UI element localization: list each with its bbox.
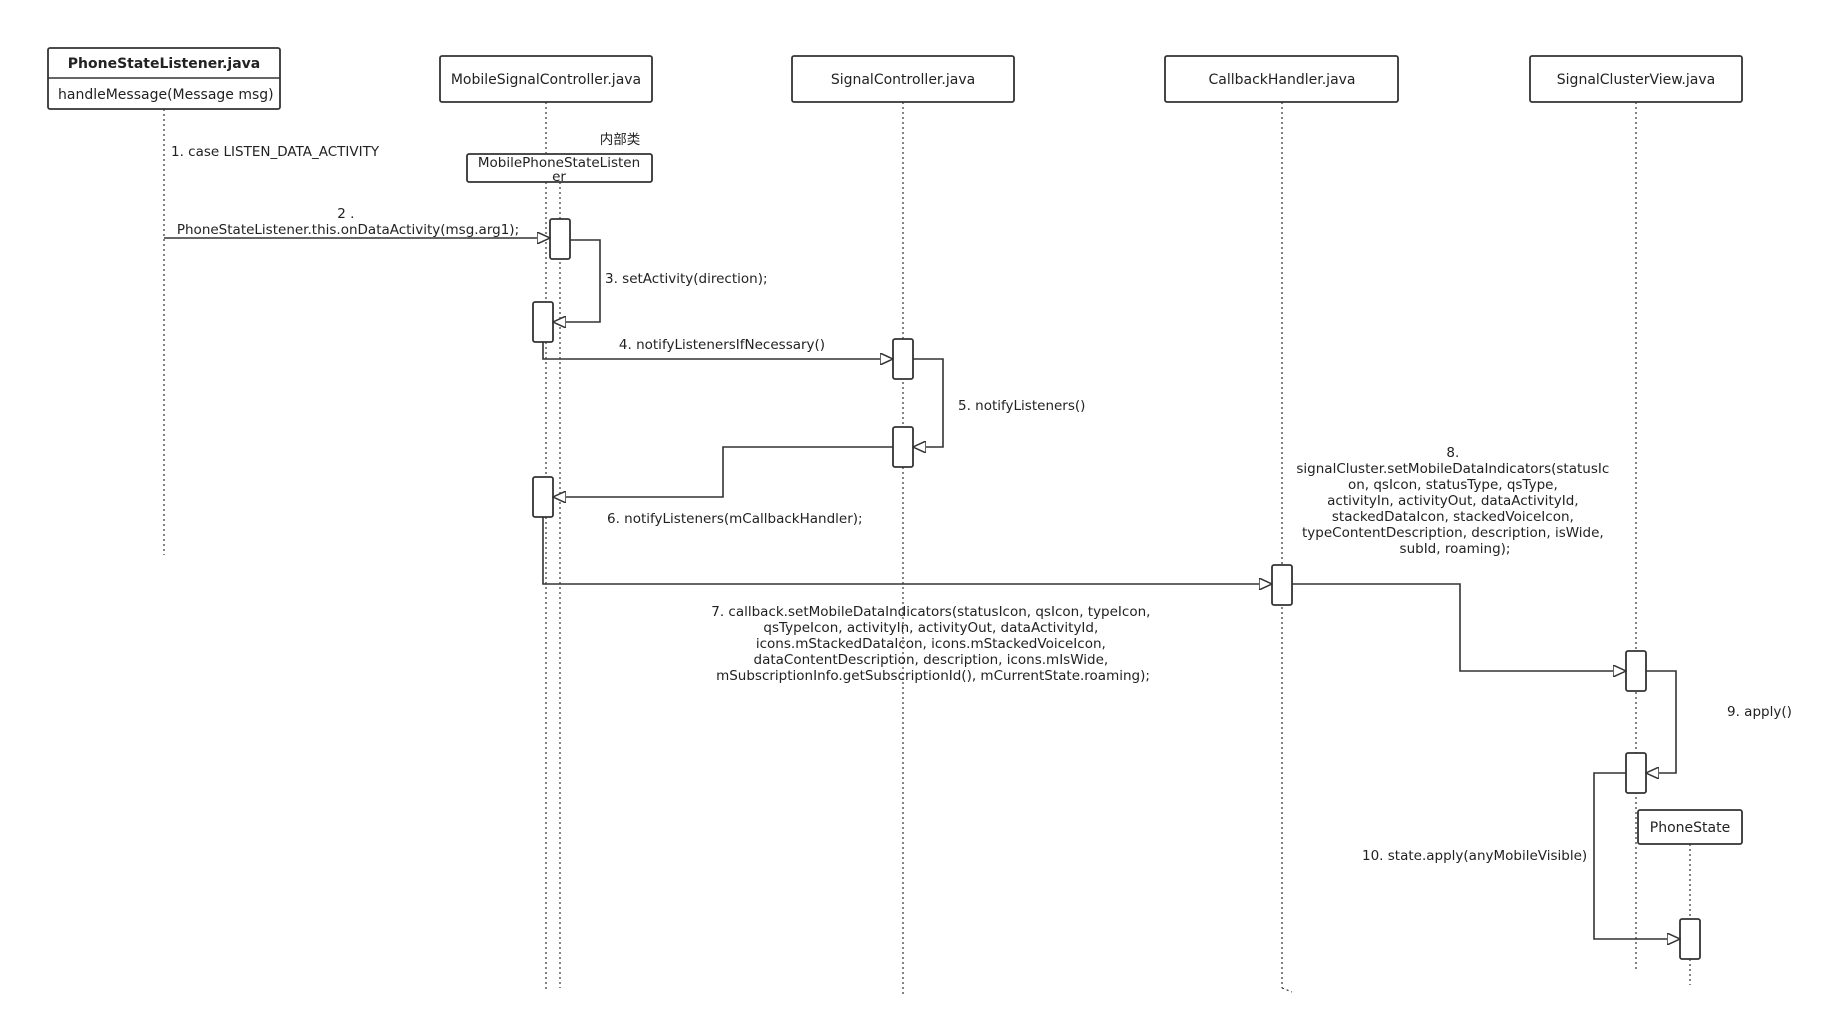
inner-class-line-2: er (552, 169, 566, 185)
activation-bar (1625, 752, 1647, 794)
message-label-6: 6. notifyListeners(mCallbackHandler); (607, 511, 863, 527)
participant-title: MobileSignalController.java (451, 72, 641, 88)
participant-method: handleMessage(Message msg) (58, 87, 274, 103)
participant-title: PhoneStateListener.java (68, 56, 260, 72)
participant-phone-state: PhoneState (1637, 809, 1743, 845)
activation-bar (532, 476, 554, 518)
message-label-2: 2 . PhoneStateListener.this.onDataActivi… (177, 206, 519, 238)
message-label-4: 4. notifyListenersIfNecessary() (619, 337, 825, 353)
message-arrow-7 (542, 517, 1272, 584)
message-label-5: 5. notifyListeners() (958, 398, 1085, 414)
participant-phone-state-listener: PhoneStateListener.java handleMessage(Me… (47, 47, 281, 110)
lifeline-callback-handler-end (1281, 987, 1293, 993)
message-arrow-5 (913, 358, 944, 447)
message-label-8: 8. signalCluster.setMobileDataIndicators… (1296, 445, 1613, 557)
message-arrow-4 (542, 342, 893, 359)
participant-signal-controller: SignalController.java (791, 55, 1015, 103)
message-arrow-6 (553, 446, 893, 497)
participant-callback-handler: CallbackHandler.java (1164, 55, 1399, 103)
message-arrow-3 (553, 239, 601, 322)
message-arrow-10 (1593, 772, 1680, 939)
message-label-3: 3. setActivity(direction); (605, 271, 768, 287)
message-arrow-8 (1292, 583, 1626, 671)
activation-bar (549, 218, 571, 260)
participant-title: SignalClusterView.java (1557, 72, 1715, 88)
message-label-7: 7. callback.setMobileDataIndicators(stat… (711, 604, 1155, 684)
inner-class-tag: 内部类 (600, 132, 641, 148)
inner-class-line-1: MobilePhoneStateListen (478, 155, 640, 171)
activation-bar (892, 338, 914, 380)
participant-title: CallbackHandler.java (1208, 72, 1355, 88)
message-arrow-9 (1646, 670, 1677, 773)
message-label-1: 1. case LISTEN_DATA_ACTIVITY (171, 144, 380, 160)
participant-title: SignalController.java (831, 72, 975, 88)
participant-title: PhoneState (1650, 820, 1730, 836)
message-label-10: 10. state.apply(anyMobileVisible) (1362, 848, 1587, 864)
activation-bar (1271, 564, 1293, 606)
activation-bar (532, 301, 554, 343)
activation-bar (1679, 918, 1701, 960)
participant-mobile-signal-controller: MobileSignalController.java (439, 55, 653, 103)
message-label-9: 9. apply() (1727, 704, 1792, 720)
participant-signal-cluster-view: SignalClusterView.java (1529, 55, 1743, 103)
activation-bar (892, 426, 914, 468)
participant-mobile-phone-state-listener: MobilePhoneStateListen er (466, 153, 653, 185)
activation-bar (1625, 650, 1647, 692)
